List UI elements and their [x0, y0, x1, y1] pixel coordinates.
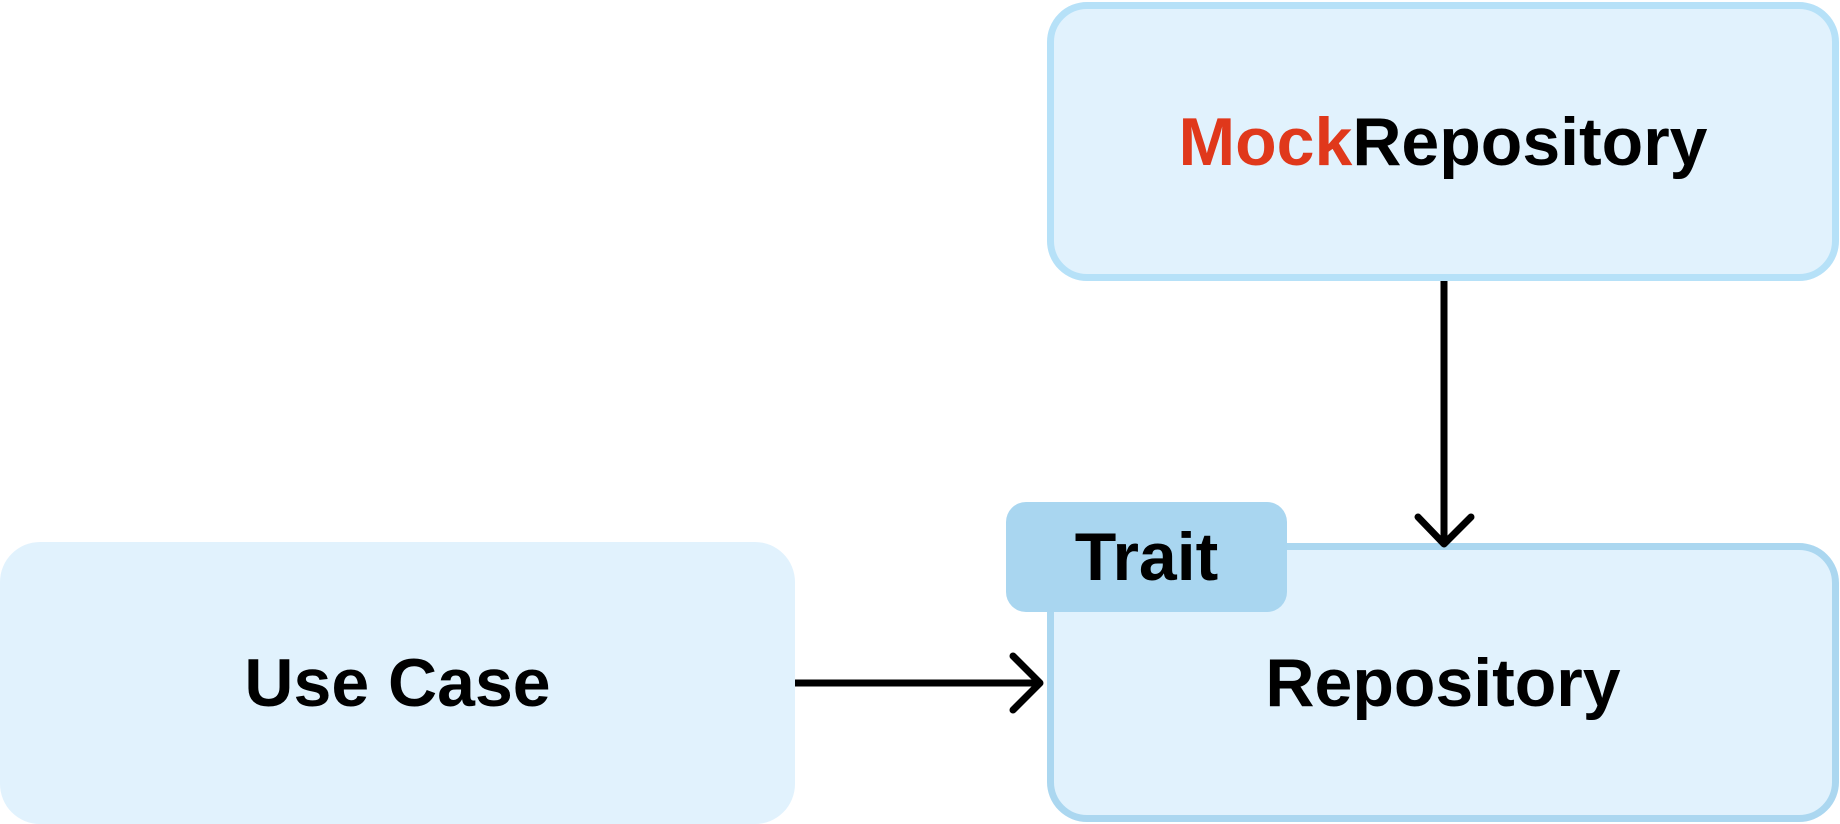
usecase-to-repository-arrow	[795, 652, 1044, 714]
trait-badge: Trait	[1006, 502, 1287, 612]
trait-label: Trait	[1074, 519, 1219, 595]
mock-repository-label: MockRepository	[1178, 103, 1707, 181]
mock-to-repository-arrow	[1414, 281, 1475, 548]
use-case-label: Use Case	[244, 645, 551, 721]
repository-label: Repository	[1265, 644, 1621, 721]
mock-suffix-label: Repository	[1352, 103, 1708, 180]
mock-prefix-label: Mock	[1178, 103, 1353, 180]
mock-repository-box: MockRepository	[1047, 2, 1839, 281]
use-case-box: Use Case	[0, 542, 795, 824]
